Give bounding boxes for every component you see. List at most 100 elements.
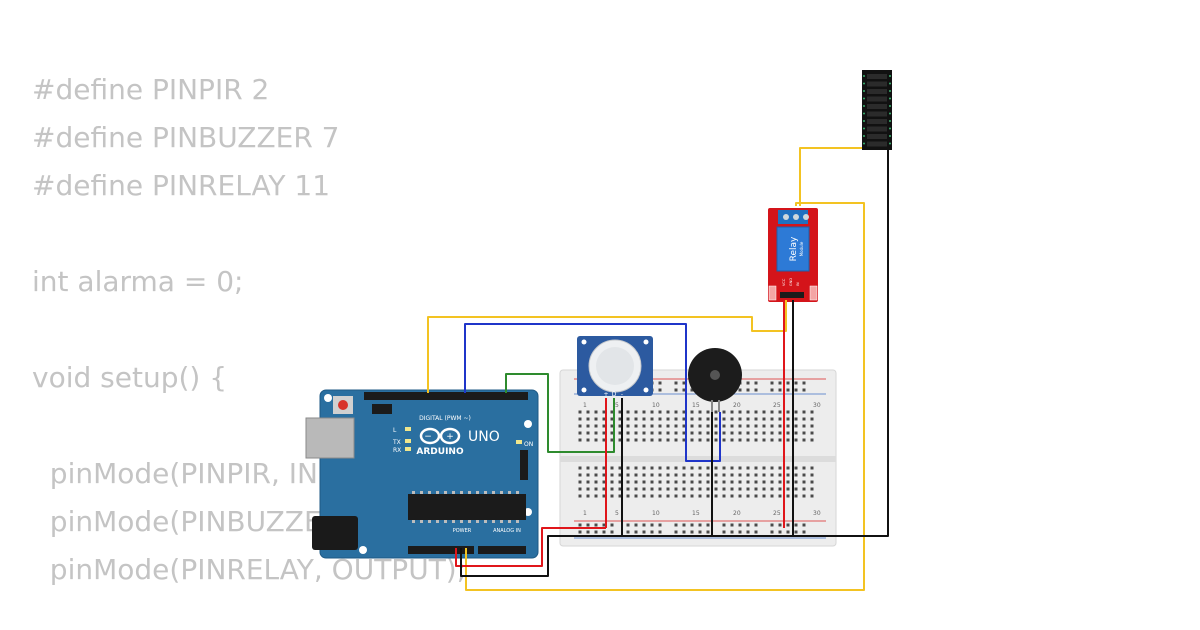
chip-leg — [436, 520, 439, 523]
breadboard-hole — [650, 480, 654, 484]
breadboard-hole — [578, 466, 582, 470]
model-label: UNO — [468, 429, 500, 445]
breadboard-hole — [730, 424, 734, 428]
breadboard-hole — [610, 480, 614, 484]
wire-blue-pin7-buzzer[interactable] — [464, 323, 721, 462]
breadboard-hole — [754, 424, 758, 428]
breadboard-hole — [770, 438, 774, 442]
strip-pin — [863, 97, 865, 100]
breadboard-hole — [634, 410, 638, 414]
breadboard-hole — [586, 431, 590, 435]
chip-leg — [428, 520, 431, 523]
breadboard-hole — [594, 410, 598, 414]
breadboard-rail-hole — [802, 530, 806, 534]
relay-component — [776, 226, 810, 272]
piezo-buzzer[interactable] — [688, 348, 742, 412]
breadboard-rail-hole — [610, 530, 614, 534]
terminal-screw[interactable] — [803, 214, 809, 220]
breadboard-hole — [746, 410, 750, 414]
breadboard-hole — [642, 438, 646, 442]
power-header[interactable] — [408, 546, 474, 554]
chip-leg — [460, 491, 463, 494]
mount-hole — [359, 546, 367, 554]
wire-yellow-relay-strip[interactable] — [799, 147, 862, 206]
breadboard-hole — [674, 424, 678, 428]
pir-motion-sensor[interactable]: + D - — [577, 336, 653, 398]
breadboard-hole — [730, 480, 734, 484]
bb-col-label: 20 — [733, 510, 741, 517]
arduino-uno-board[interactable]: DIGITAL (PWM ~) − + ARDUINO UNO ON L TX … — [305, 389, 539, 559]
breadboard-hole — [762, 473, 766, 477]
breadboard-hole — [730, 473, 734, 477]
breadboard-hole — [578, 494, 582, 498]
digital-header[interactable] — [364, 392, 528, 400]
breadboard-hole — [602, 473, 606, 477]
breadboard-hole — [626, 431, 630, 435]
wires[interactable] — [427, 147, 889, 591]
breadboard-hole — [746, 466, 750, 470]
buzzer-leg — [711, 400, 713, 412]
chip-leg — [500, 491, 503, 494]
relay-pin-header[interactable] — [780, 292, 804, 298]
breadboard-hole — [642, 466, 646, 470]
breadboard-hole — [706, 494, 710, 498]
led-strip-module[interactable] — [862, 70, 892, 150]
breadboard-rail-hole — [658, 381, 662, 385]
relay-sublabel: Module — [799, 241, 804, 256]
breadboard-hole — [738, 466, 742, 470]
wire-red-5v-rail[interactable] — [455, 527, 606, 567]
breadboard-hole — [714, 494, 718, 498]
breadboard-hole — [618, 438, 622, 442]
breadboard[interactable]: 1 5 10 15 20 25 30 1 5 10 15 20 25 30 — [559, 369, 837, 547]
code-listing: #define PINPIR 2#define PINBUZZER 7#defi… — [32, 66, 493, 594]
strip-segment — [867, 119, 887, 124]
strip-segment — [867, 126, 887, 132]
breadboard-hole — [738, 417, 742, 421]
breadboard-rail-hole — [674, 388, 678, 392]
bb-col-label: 15 — [692, 402, 700, 409]
strip-pin — [889, 120, 891, 122]
wire-black-gnd-rail[interactable] — [460, 150, 889, 577]
breadboard-hole — [730, 417, 734, 421]
breadboard-hole — [658, 431, 662, 435]
breadboard-rail-hole — [594, 523, 598, 527]
breadboard-hole — [794, 417, 798, 421]
breadboard-hole — [786, 417, 790, 421]
breadboard-hole — [770, 410, 774, 414]
strip-segment — [867, 96, 887, 102]
breadboard-hole — [650, 473, 654, 477]
wire-green-pin2-pir[interactable] — [505, 373, 615, 453]
chip-leg — [452, 520, 455, 523]
breadboard-hole — [698, 424, 702, 428]
breadboard-hole — [786, 473, 790, 477]
chip-leg — [412, 520, 415, 523]
terminal-screw[interactable] — [783, 214, 789, 220]
breadboard-hole — [794, 473, 798, 477]
bb-col-label: 1 — [583, 402, 587, 409]
strip-segment — [867, 74, 887, 79]
breadboard-hole — [738, 424, 742, 428]
breadboard-hole — [594, 480, 598, 484]
breadboard-hole — [770, 473, 774, 477]
analog-header[interactable] — [478, 546, 526, 554]
breadboard-hole — [586, 494, 590, 498]
led-rx — [405, 447, 411, 451]
wire-yellow-power-loop[interactable] — [465, 202, 865, 591]
pir-hole — [581, 339, 587, 345]
reset-button-cap[interactable] — [338, 400, 348, 410]
breadboard-hole — [802, 473, 806, 477]
breadboard-hole — [738, 480, 742, 484]
breadboard-rail-hole — [738, 388, 742, 392]
breadboard-hole — [634, 431, 638, 435]
relay-module[interactable]: Relay Module VCC GND IN — [768, 208, 818, 302]
breadboard-rail-hole — [746, 523, 750, 527]
breadboard-hole — [794, 431, 798, 435]
usb-port — [305, 417, 355, 459]
breadboard-hole — [626, 480, 630, 484]
led-label-tx: TX — [392, 439, 401, 446]
terminal-screw[interactable] — [793, 214, 799, 220]
breadboard-hole — [770, 431, 774, 435]
on-label: ON — [524, 441, 533, 448]
chip-leg — [468, 491, 471, 494]
wire-yellow-pin11-relay[interactable] — [427, 300, 787, 393]
